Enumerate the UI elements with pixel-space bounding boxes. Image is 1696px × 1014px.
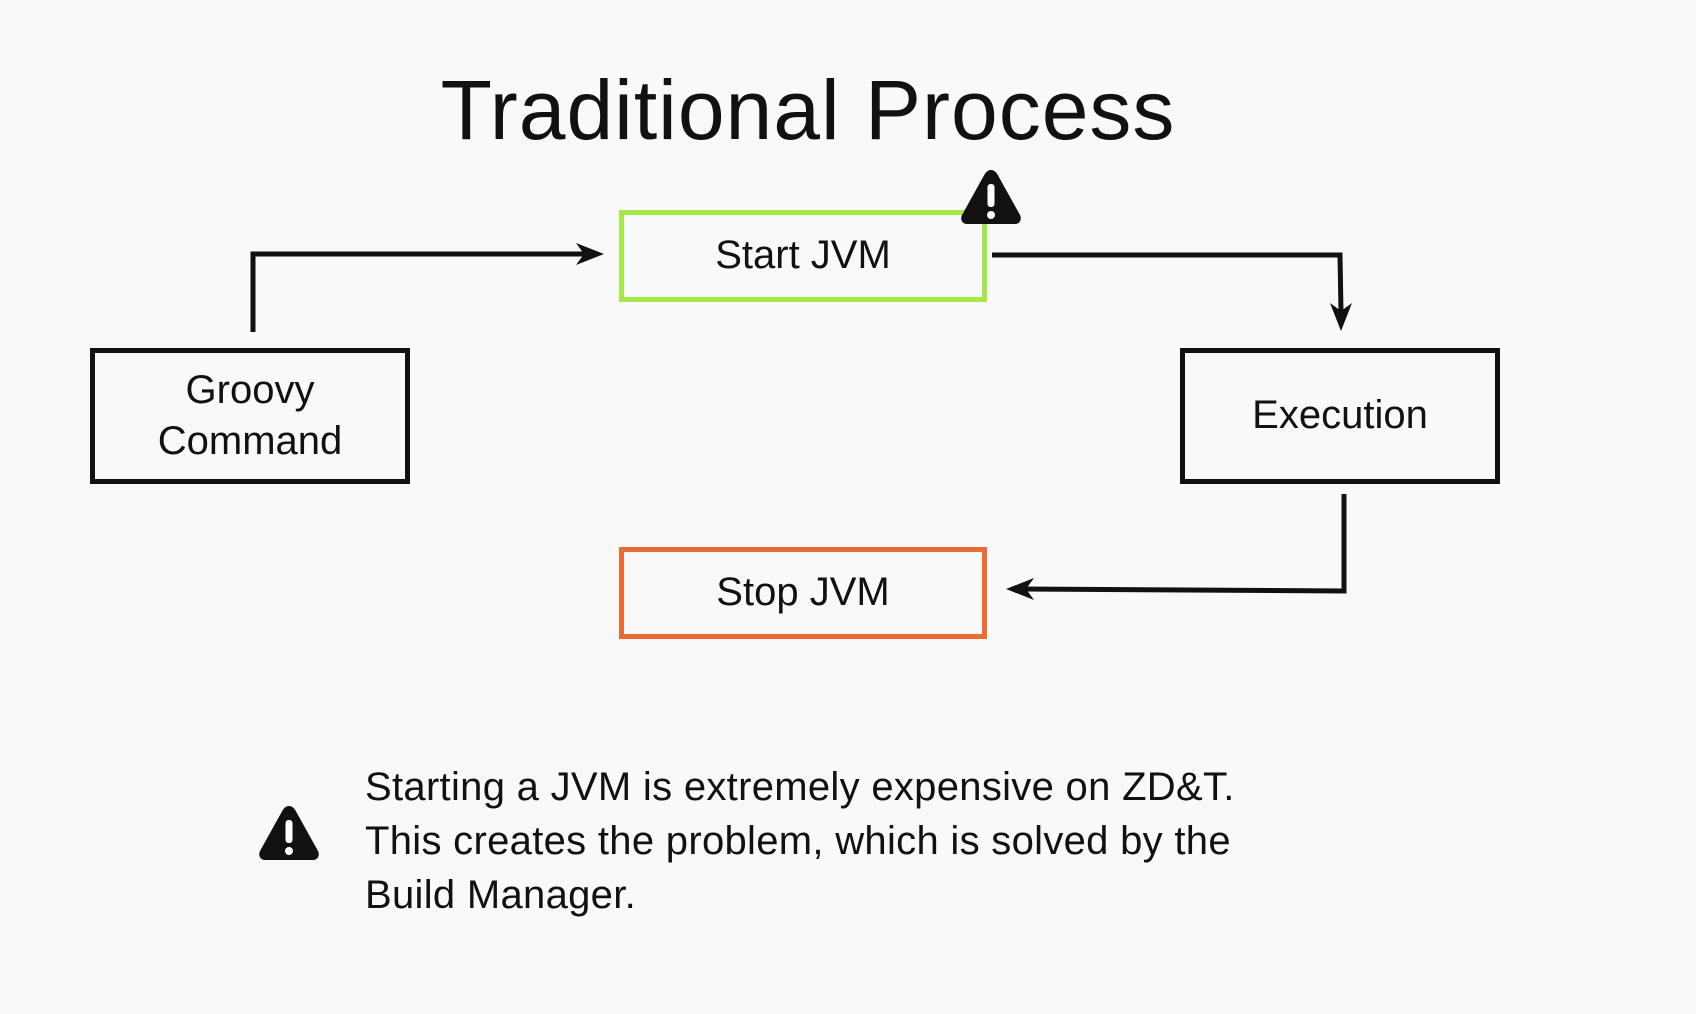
edge-exec-to-stop [1021, 494, 1347, 594]
node-groovy-command-line-2: Command [157, 419, 343, 463]
node-groovy-command-line-1: Groovy [185, 367, 315, 412]
node-stop-jvm-label: Stop JVM [716, 570, 890, 615]
edge-start-to-exec [992, 252, 1344, 313]
warning-note: Starting a JVM is extremely expensive on… [365, 760, 1365, 922]
warning-note-line-3: Build Manager. [365, 873, 637, 917]
warning-icon [259, 806, 319, 860]
edge-groovy-to-start [250, 251, 588, 332]
warning-icon [961, 170, 1021, 224]
node-start-jvm-label: Start JVM [715, 233, 891, 278]
node-execution-label: Execution [1252, 393, 1428, 438]
node-groovy-command: Groovy Command [90, 348, 410, 484]
node-start-jvm: Start JVM [619, 210, 987, 302]
warning-note-line-2: This creates the problem, which is solve… [365, 819, 1231, 863]
arrowhead-exec [1330, 303, 1352, 331]
arrowhead-stop [1006, 578, 1034, 600]
diagram-title: Traditional Process [440, 63, 1176, 157]
arrowhead-start [576, 243, 604, 265]
node-stop-jvm: Stop JVM [619, 547, 987, 639]
warning-note-line-1: Starting a JVM is extremely expensive on… [365, 765, 1235, 809]
node-execution: Execution [1180, 348, 1500, 484]
